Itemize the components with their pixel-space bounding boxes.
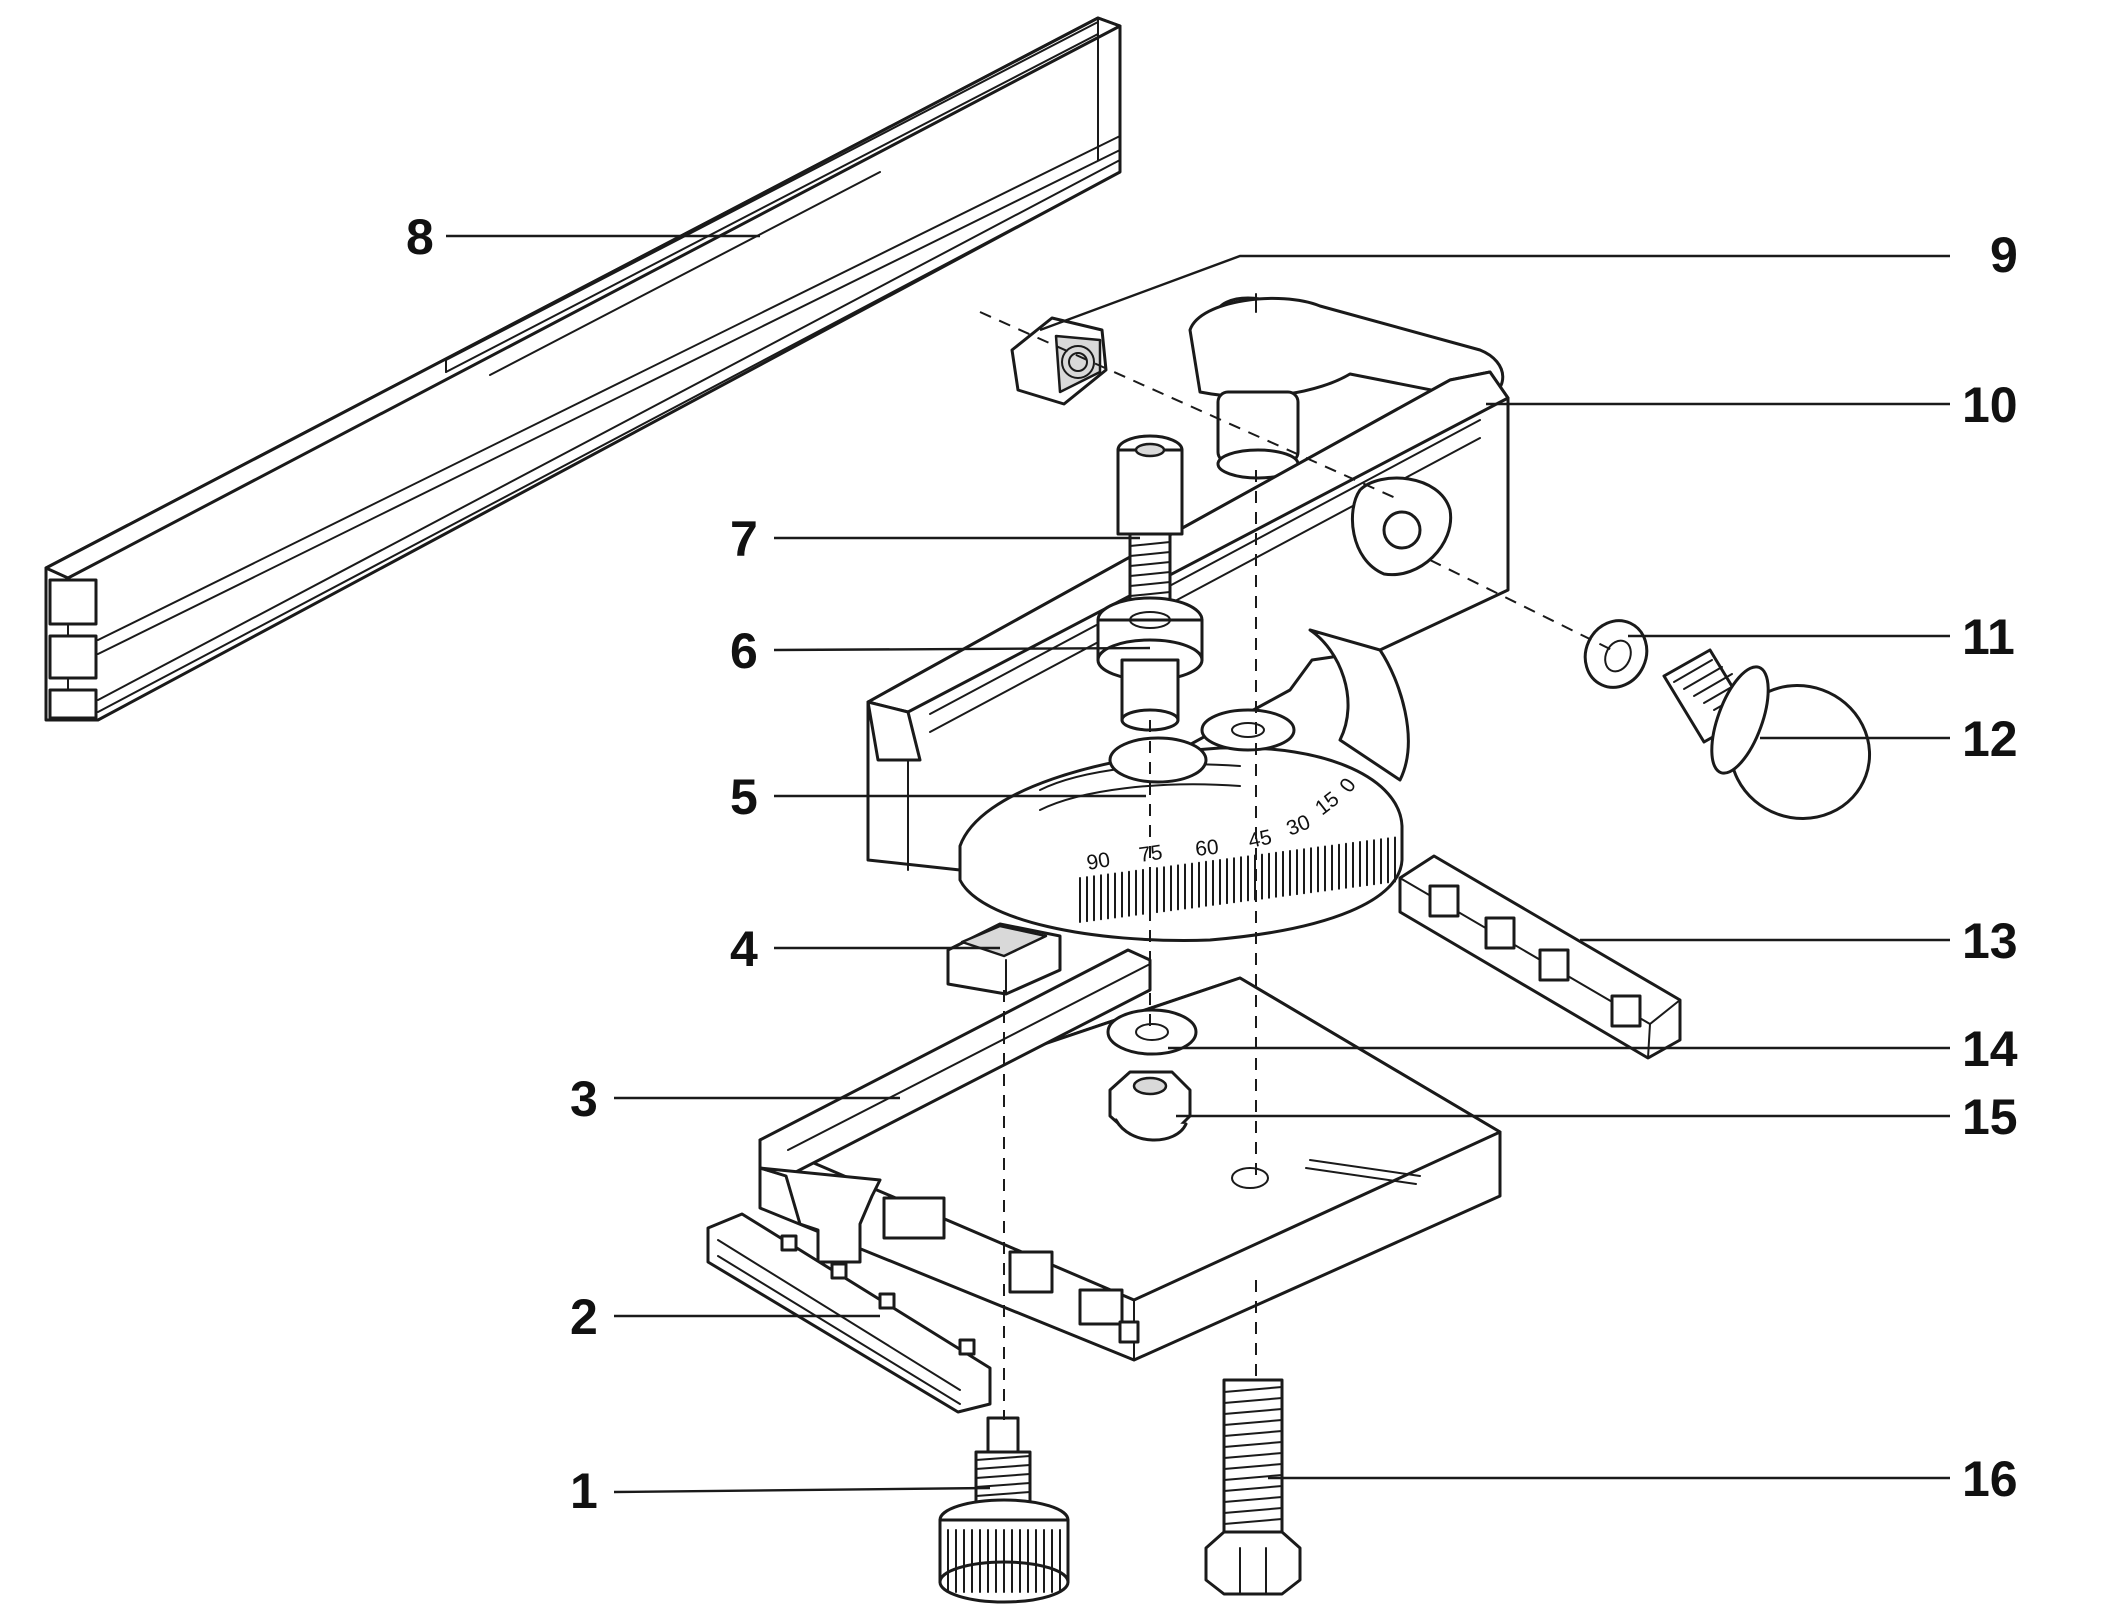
lock-washer [1106,1008,1198,1056]
callout-3: 3 [570,1071,598,1127]
callout-13: 13 [1962,913,2018,969]
scale-mark-90: 90 [1085,848,1112,875]
washer [1583,619,1649,689]
callout-2: 2 [570,1289,598,1345]
lock-nut [1108,1070,1192,1142]
callout-numbers: 1 2 3 4 5 6 7 8 9 10 11 12 13 14 15 16 [406,209,2018,1519]
callout-1: 1 [570,1463,598,1519]
thumb-screw [1662,648,1872,820]
leader-lines [446,234,1950,1494]
knurled-screw [938,1416,1070,1604]
callout-9: 9 [1990,227,2018,283]
callout-7: 7 [730,511,758,567]
callout-10: 10 [1962,377,2018,433]
callout-12: 12 [1962,711,2018,767]
callout-5: 5 [730,769,758,825]
callout-11: 11 [1962,609,2015,665]
end-cap [706,1212,992,1414]
hex-bolt [1204,1378,1302,1596]
callout-8: 8 [406,209,434,265]
scale-mark-60: 60 [1194,836,1220,861]
dial-bore [1108,736,1208,784]
callout-6: 6 [730,623,758,679]
dial-knurling [1079,836,1396,923]
square-nut [1010,316,1108,406]
callout-4: 4 [730,921,758,977]
callout-14: 14 [1962,1021,2018,1077]
scale-mark-45: 45 [1246,826,1274,853]
dial-washer [1200,708,1296,752]
callout-15: 15 [1962,1089,2018,1145]
end-cap-strip [1398,854,1682,1060]
slot-nut [946,922,1062,996]
fence-rail [44,16,1122,722]
base-plate [758,948,1502,1362]
callout-16: 16 [1962,1451,2018,1507]
spacer-sleeve [1096,596,1204,732]
assembly-axes [979,311,1613,1420]
